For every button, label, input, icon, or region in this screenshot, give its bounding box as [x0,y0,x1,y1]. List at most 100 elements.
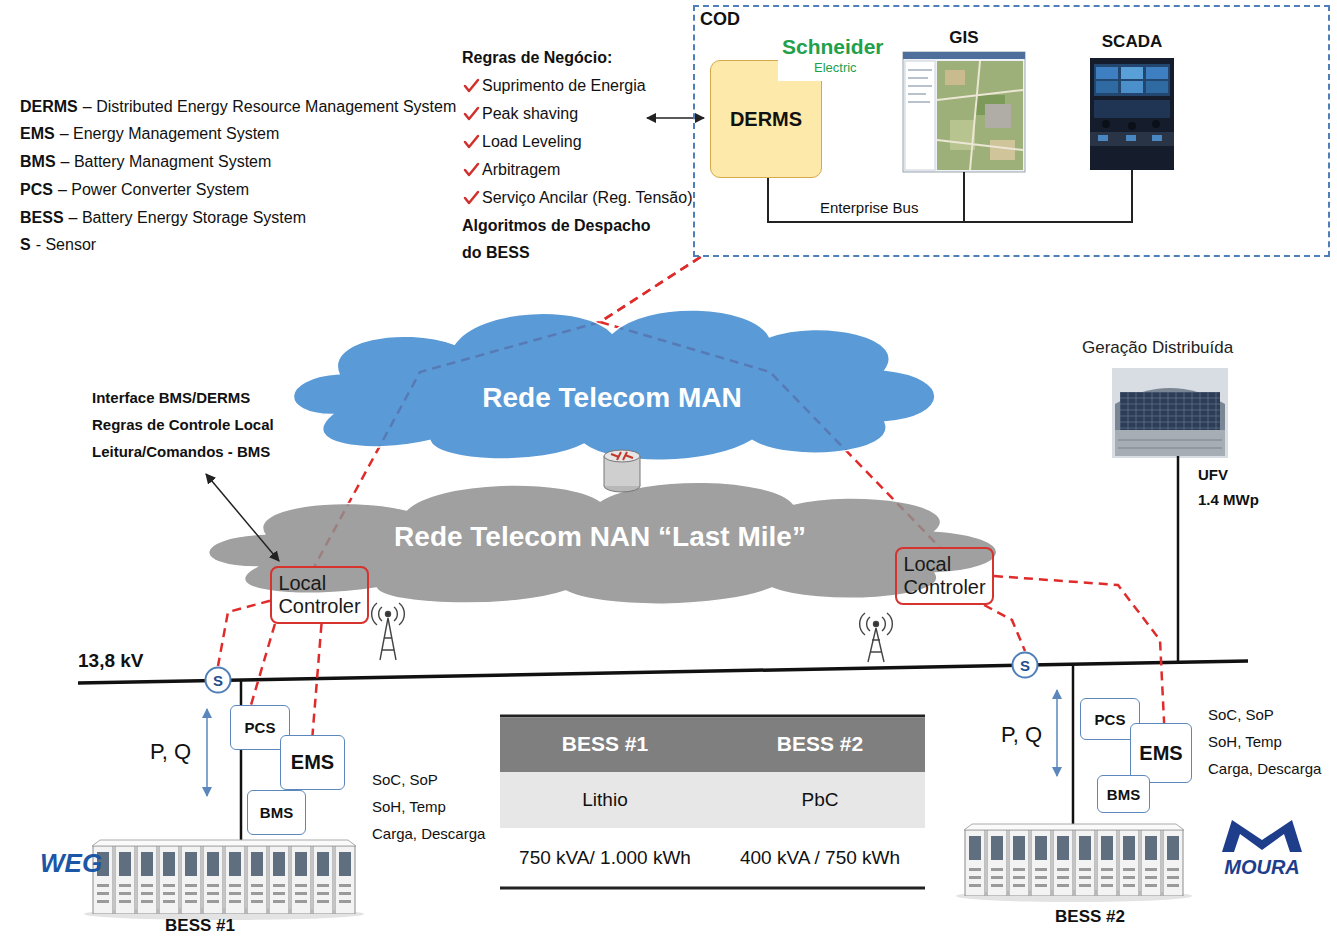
table-rule [500,887,925,890]
antenna-mast [380,618,396,660]
battery-cabinets [84,840,364,920]
screen [1096,67,1118,79]
abbreviation-meaning: – Distributed Energy Resource Management… [83,98,457,116]
controller-box: Local Controler [895,547,994,605]
device-box: BMS [247,790,306,835]
radio-waves [372,603,405,625]
stadium-lines [1118,440,1222,448]
screen [1121,81,1143,93]
abbreviation: DERMS [20,98,78,116]
operator [1102,120,1110,128]
node-label: EMS [1139,742,1182,765]
node-label: Local Controler [278,572,360,618]
solar-plant-photo [1112,368,1228,458]
node-label: BMS [1107,786,1140,803]
vendor-logo: Electric [814,60,857,75]
voltage-label: 13,8 kV [78,650,144,672]
node-label: S [1020,657,1030,674]
table-cell: 400 kVA / 750 kWh [740,847,900,869]
gis-screenshot [903,52,1025,172]
node-label: DERMS [730,108,802,131]
measurement-item: Carga, Descarga [372,825,485,842]
panel-lines [908,70,932,102]
feeder-line [1072,664,1075,830]
monitor [1098,135,1108,141]
table-header: BESS #2 [777,732,863,756]
section-title: Geração Distribuída [1082,338,1233,358]
pv-panels [1120,392,1220,430]
checkmark [465,80,478,91]
stadium-wall [1115,430,1225,456]
node-heading: COD [700,9,740,30]
screen [1146,67,1168,79]
monitor [1126,135,1136,141]
rule-item: Suprimento de Energia [482,77,646,95]
interface-note: Leitura/Comandos - BMS [92,443,270,460]
device-box: BMS [1097,775,1150,813]
antenna-mast [868,628,884,662]
edge-label: Enterprise Bus [818,199,920,216]
table-rule [500,715,925,718]
table-cell: PbC [802,789,839,811]
sensor-circle: S [204,666,232,694]
table-cell: 750 kVA/ 1.000 kWh [519,847,691,869]
cabinet-row [92,846,356,914]
node-label: BMS [260,804,293,821]
battery-cabinets [956,824,1192,902]
table-header: BESS #1 [562,732,648,756]
table-cell: Lithio [582,789,627,811]
vendor-logo: MOURA [1224,856,1300,879]
power-label: P, Q [150,739,191,765]
video-wall [1094,64,1170,96]
checkmark [465,164,478,175]
connector [984,605,1025,651]
interface-note: Regras de Controle Local [92,416,274,433]
checkmark [465,108,478,119]
measurement-item: SoH, Temp [372,798,446,815]
screen [1121,67,1143,79]
sensor-circle: S [1011,651,1039,679]
abbreviation: PCS [20,181,53,199]
router-icon [604,450,640,492]
measurement-item: SoC, SoP [372,771,438,788]
node-label: PCS [1095,711,1126,728]
table-header-band [500,718,925,772]
controller-box: Local Controler [270,566,369,624]
abbreviation: BMS [20,153,56,171]
node-label: Rede Telecom NAN “Last Mile” [394,521,806,553]
map-area [937,61,1023,170]
abbreviation-meaning: - Sensor [36,236,96,254]
connector [251,624,275,705]
window-frame [903,52,1025,172]
circle-outline [1013,653,1038,678]
device-box: EMS [1130,723,1192,783]
interface-note: Interface BMS/DERMS [92,389,250,406]
node-label: PCS [245,719,276,736]
unit-name: BESS #2 [1055,907,1125,927]
rules-note: Algoritmos de Despacho do BESS [462,212,672,266]
abbreviation: BESS [20,209,64,227]
node-label: Rede Telecom MAN [482,382,741,414]
monitor [1152,135,1162,141]
map-roads [937,61,1023,170]
connector [768,170,1132,222]
node-label: Local Controler [903,553,985,599]
abbreviation: EMS [20,125,55,143]
cloud-shape [262,285,962,470]
rule-item: Peak shaving [482,105,578,123]
node-label: EMS [291,751,334,774]
sky [1112,368,1228,458]
unit-name: BESS #1 [165,916,235,936]
map-town [985,104,1011,128]
cabinet-row [964,830,1184,896]
power-label: P, Q [1001,722,1042,748]
rule-item: Load Leveling [482,133,582,151]
abbreviation: S [20,236,31,254]
cloud-outline [209,482,997,604]
cloud-outline [293,310,934,460]
map-patch [990,140,1015,160]
plant-rating: 1.4 MWp [1198,491,1259,508]
table-row-band [500,772,925,828]
system-panel: SCADA [1088,32,1176,170]
operator [1128,122,1136,130]
